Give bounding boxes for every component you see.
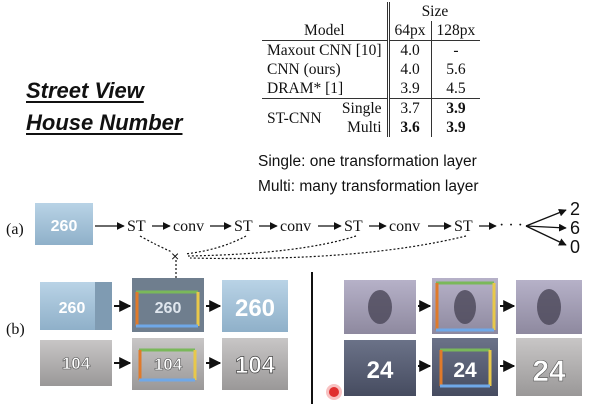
example-3-input — [344, 280, 416, 334]
thumb-digits: 104 — [62, 354, 91, 373]
note-single: Single: one transformation layer — [258, 153, 477, 170]
conv-node-2: conv — [280, 218, 311, 235]
thumb-digits: 260 — [235, 295, 275, 322]
example-2-output: 104 — [222, 338, 288, 390]
output-digit-1: 2 — [570, 199, 580, 219]
example-4-input: 24 — [344, 340, 416, 396]
row-a-label: (a) — [6, 221, 24, 238]
example-3-output — [516, 280, 582, 334]
arrow — [525, 208, 567, 227]
multiply-icon: × — [171, 248, 179, 264]
example-4-output: 24 — [516, 338, 582, 396]
table-row: CNN (ours) 4.0 5.6 — [262, 60, 481, 79]
header-row-size: Size — [262, 2, 481, 21]
thumb-digits: 260 — [59, 300, 86, 317]
row-64: 3.7 — [386, 98, 432, 118]
row-128: 5.6 — [430, 60, 481, 79]
arrow — [525, 225, 567, 246]
st-node-2: ST — [234, 218, 253, 235]
example-1-output: 260 — [222, 280, 288, 332]
header-128px: 128px — [430, 21, 481, 41]
row-128: - — [430, 40, 481, 60]
arrow — [525, 223, 567, 232]
row-64: 4.0 — [386, 40, 432, 60]
row-sub-multi: Multi — [347, 119, 382, 136]
header-model: Model — [304, 22, 345, 39]
table-row-st-multi: Multi 3.6 3.9 — [262, 118, 481, 137]
heading-line-2: House Number — [26, 110, 183, 135]
st-node-4: ST — [454, 218, 473, 235]
row-64: 3.6 — [386, 118, 432, 137]
ellipsis: · · · — [499, 217, 523, 234]
example-2-attention: 104 — [132, 338, 204, 390]
row-64: 4.0 — [386, 60, 432, 79]
conv-node-3: conv — [389, 218, 420, 235]
row-128: 4.5 — [430, 79, 481, 99]
row-model: Maxout CNN [10] — [262, 40, 389, 60]
thumb-digits: 24 — [532, 355, 566, 388]
row-b-label: (b) — [6, 321, 25, 338]
note-multi: Multi: many transformation layer — [258, 178, 479, 195]
output-digit-2: 6 — [570, 218, 580, 238]
table-row-st-single: ST-CNN Single 3.7 3.9 — [262, 98, 481, 137]
row-model-st-cnn: ST-CNN — [262, 98, 333, 137]
output-digit-3: 0 — [570, 237, 580, 257]
table-row: DRAM* [1] 3.9 4.5 — [262, 79, 481, 99]
example-4-attention: 24 — [432, 338, 498, 396]
pointer-marker — [329, 387, 339, 397]
header-row-columns: Model 64px 128px — [262, 21, 481, 41]
row-model: DRAM* [1] — [267, 80, 344, 97]
input-thumbnail-a: 260 — [35, 203, 93, 245]
thumb-digits: 260 — [155, 300, 182, 317]
example-1-attention: 260 — [132, 278, 204, 332]
table-row: Maxout CNN [10] 4.0 - — [262, 40, 481, 60]
example-3-attention — [432, 278, 498, 334]
thumb-digits: 24 — [367, 357, 394, 384]
row-model: CNN (ours) — [267, 61, 341, 78]
row-128: 3.9 — [430, 98, 481, 118]
row-128: 3.9 — [430, 118, 481, 137]
heading-line-1: Street View — [26, 78, 144, 103]
header-64px: 64px — [386, 21, 432, 41]
row-64: 3.9 — [386, 79, 432, 99]
results-table: Size Model 64px 128px Maxout CNN [10] 4.… — [262, 2, 481, 137]
example-1-input: 260 — [40, 282, 112, 330]
example-2-input: 104 — [40, 340, 112, 386]
dotted-connectors — [139, 235, 467, 288]
st-node-1: ST — [127, 218, 146, 235]
st-node-3: ST — [344, 218, 363, 235]
conv-node-1: conv — [173, 218, 204, 235]
thumb-digits: 104 — [235, 352, 276, 379]
header-size: Size — [386, 2, 481, 21]
row-sub-single: Single — [332, 98, 389, 118]
thumb-digits: 104 — [154, 355, 183, 374]
thumb-digits: 260 — [51, 218, 78, 235]
thumb-digits: 24 — [453, 359, 477, 382]
